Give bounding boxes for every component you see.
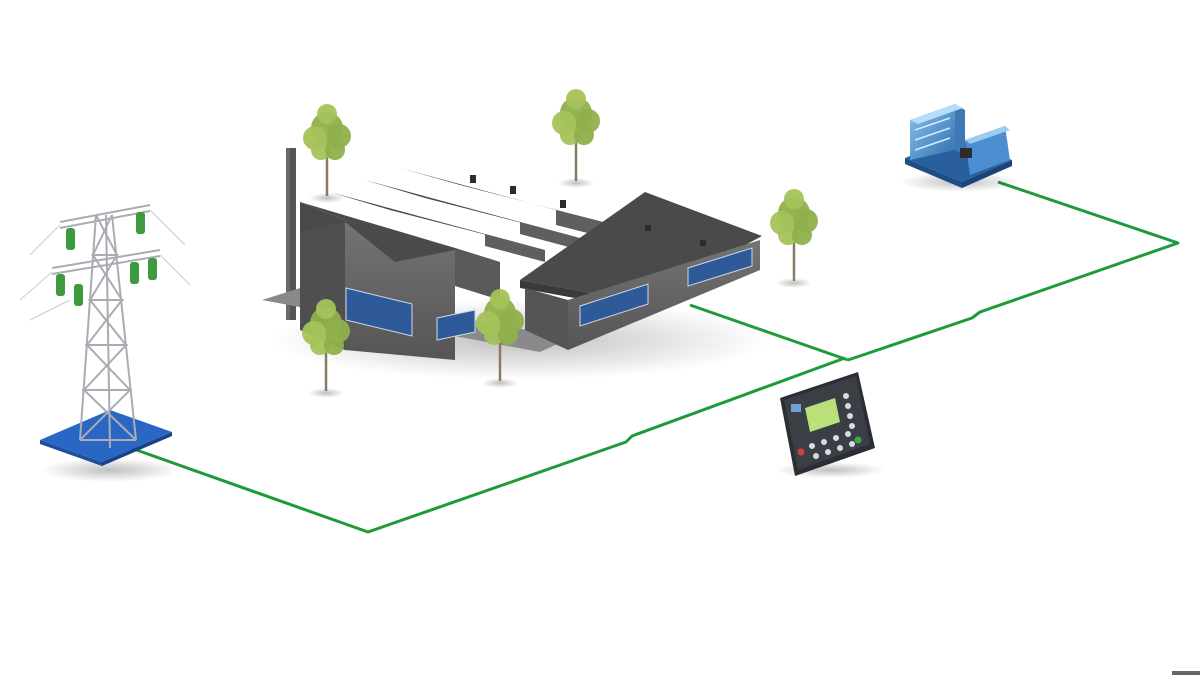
diesel-generator-icon [900,104,1020,192]
controller-logo [791,404,801,412]
annex-windows [579,247,753,327]
generator-cable [847,180,1180,362]
tower-base [40,410,172,462]
tree-icon [770,189,818,288]
cable-network [127,180,1180,534]
corner-bar [1172,671,1200,675]
tree-group [302,89,818,398]
chimney [286,148,296,320]
factory-cable [689,303,849,362]
tree-icon [476,289,524,388]
insulator-group [56,212,157,306]
genset-controller-icon [775,372,885,478]
controller-screen [805,398,840,432]
transmission-tower-icon [19,204,191,482]
grid-cable [127,356,846,534]
tree-icon [552,89,600,188]
tree-icon [303,104,351,203]
controller-buttons [797,393,862,459]
annex-roof [520,192,762,302]
tree-icon [302,299,350,398]
main-hall-windows [345,287,476,341]
